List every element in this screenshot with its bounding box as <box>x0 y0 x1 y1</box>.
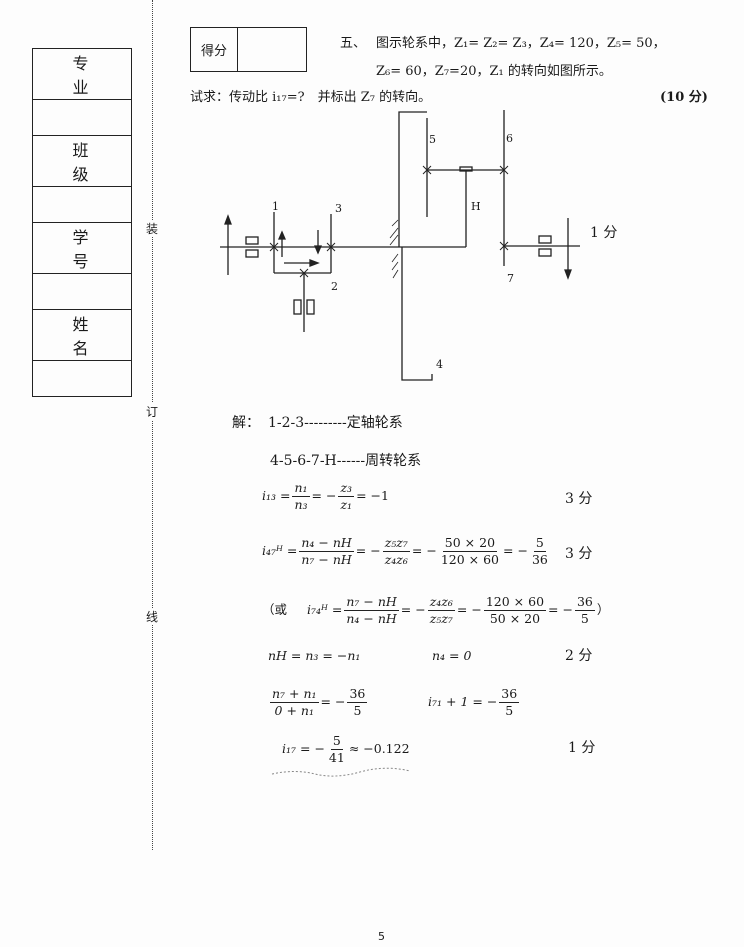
question-points: (10 分) <box>660 90 708 105</box>
label-gear-4: 4 <box>436 358 443 371</box>
bearing-icon <box>245 236 259 245</box>
score-label: 得分 <box>191 28 238 71</box>
label-gear-2: 2 <box>331 280 338 293</box>
binding-mark: 装 <box>146 220 159 237</box>
wavy-underline <box>271 767 411 777</box>
label-carrier-H: H <box>471 200 481 213</box>
gear-4 <box>401 247 433 381</box>
label-gear-1: 1 <box>272 200 279 213</box>
label-gear-6: 6 <box>506 132 513 145</box>
binding-mark: 订 <box>146 403 159 420</box>
field-class: 班 级 <box>32 135 132 187</box>
equation-n4: n₄ = 0 <box>432 648 472 663</box>
bearing-icon <box>245 249 259 258</box>
binding-mark: 线 <box>146 608 159 625</box>
solution-line-1: 1-2-3---------定轴轮系 <box>268 415 403 431</box>
points-eq6: 1 分 <box>568 740 596 756</box>
label-gear-3: 3 <box>335 202 342 215</box>
bearing-icon <box>538 235 552 244</box>
field-student-id-value[interactable] <box>32 273 132 310</box>
arrow-head <box>224 214 232 225</box>
points-eq2: 3 分 <box>565 546 593 562</box>
field-major-value[interactable] <box>32 99 132 136</box>
points-eq4: 2 分 <box>565 648 593 664</box>
question-ask: 试求：传动比 i₁₇=? 并标出 Z₇ 的转向。 <box>190 90 432 105</box>
solution-intro: 解： <box>232 415 260 431</box>
question-number: 五、 <box>340 36 367 51</box>
field-name: 姓 名 <box>32 309 132 361</box>
score-box: 得分 <box>190 27 307 72</box>
page-number: 5 <box>378 930 385 943</box>
label-gear-5: 5 <box>429 133 436 146</box>
student-info-table: 专 业 班 级 学 号 姓 名 <box>32 48 132 397</box>
label-gear-7: 7 <box>507 272 514 285</box>
question-line-1: 图示轮系中，Z₁= Z₂= Z₃，Z₄= 120，Z₅= 50， <box>376 36 666 51</box>
solution-line-2: 4-5-6-7-H------周转轮系 <box>270 453 422 469</box>
equation-nH: nH = n₃ = −n₁ <box>268 648 361 663</box>
gear5-arm <box>398 111 427 247</box>
binding-line <box>152 0 153 850</box>
bearing-icon <box>306 299 315 315</box>
field-name-value[interactable] <box>32 360 132 397</box>
points-eq1: 3 分 <box>565 491 593 507</box>
diagram-score-note: 1 分 <box>590 225 618 241</box>
bearing-icon <box>293 299 302 315</box>
bearing-icon <box>538 248 552 257</box>
question-line-2: Z₆= 60，Z₇=20，Z₁ 的转向如图所示。 <box>376 64 612 79</box>
